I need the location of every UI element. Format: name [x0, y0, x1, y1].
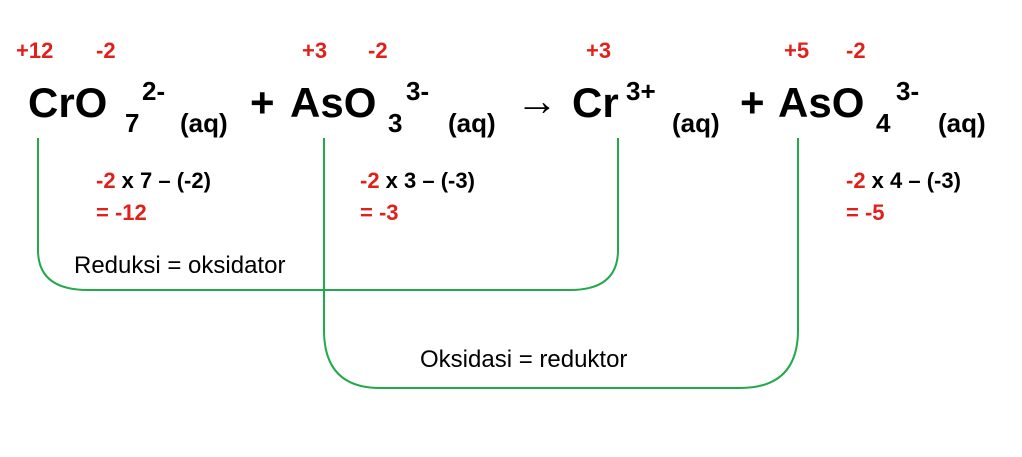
calc-aso3-expression: x 3 – (-3)	[379, 168, 475, 193]
species-aso4-charge: 3-	[896, 76, 920, 106]
species-cro7-charge: 2-	[142, 76, 166, 106]
species-aso4-subscript: 4	[876, 108, 891, 138]
calc-aso4-expression: x 4 – (-3)	[865, 168, 961, 193]
species-cro7-state: (aq)	[180, 108, 228, 138]
calc-aso3-line1: -2 x 3 – (-3)	[360, 170, 475, 192]
calc-aso4-result: = -5	[846, 202, 885, 224]
oxidation-connector	[323, 138, 799, 389]
ox-number-cr-ion: +3	[586, 38, 612, 63]
ox-number-o-in-cro7: -2	[96, 38, 116, 63]
plus-sign-1: +	[250, 79, 275, 126]
species-aso3-formula: AsO	[290, 79, 377, 126]
ox-number-cr-in-cro7: +12	[16, 38, 54, 63]
species-aso3-charge: 3-	[406, 76, 430, 106]
calc-aso3-result-text: = -3	[360, 200, 399, 225]
ox-number-as-in-aso3: +3	[302, 38, 328, 63]
species-cr-formula: Cr	[572, 79, 619, 126]
calc-aso4-line1: -2 x 4 – (-3)	[846, 170, 961, 192]
calc-aso4-red-term: -2	[846, 168, 866, 193]
species-aso3-subscript: 3	[388, 108, 403, 138]
calc-cro7-red-term: -2	[96, 168, 116, 193]
reduction-label: Reduksi = oksidator	[74, 252, 286, 279]
ox-number-o-in-aso3: -2	[368, 38, 388, 63]
calc-cro7-result-text: = -12	[96, 200, 147, 225]
species-cr-state: (aq)	[672, 108, 720, 138]
species-aso4-formula: AsO	[778, 79, 865, 126]
ox-number-as-in-aso4: +5	[784, 38, 810, 63]
species-cro7-formula: CrO	[28, 79, 108, 126]
plus-sign-2: +	[740, 79, 765, 126]
species-aso3-state: (aq)	[448, 108, 496, 138]
calc-cro7-line1: -2 x 7 – (-2)	[96, 170, 211, 192]
calc-aso3-result: = -3	[360, 202, 399, 224]
ox-number-o-in-aso4: -2	[846, 38, 866, 63]
reaction-arrow: →	[516, 77, 558, 124]
calc-cro7-expression: x 7 – (-2)	[115, 168, 211, 193]
calc-aso3-red-term: -2	[360, 168, 380, 193]
oxidation-label: Oksidasi = reduktor	[420, 346, 628, 373]
reduction-connector	[37, 138, 619, 291]
species-cro7-subscript: 7	[125, 108, 140, 138]
species-aso4-state: (aq)	[938, 108, 986, 138]
species-cr-charge: 3+	[626, 76, 656, 106]
calc-aso4-result-text: = -5	[846, 200, 885, 225]
calc-cro7-result: = -12	[96, 202, 147, 224]
